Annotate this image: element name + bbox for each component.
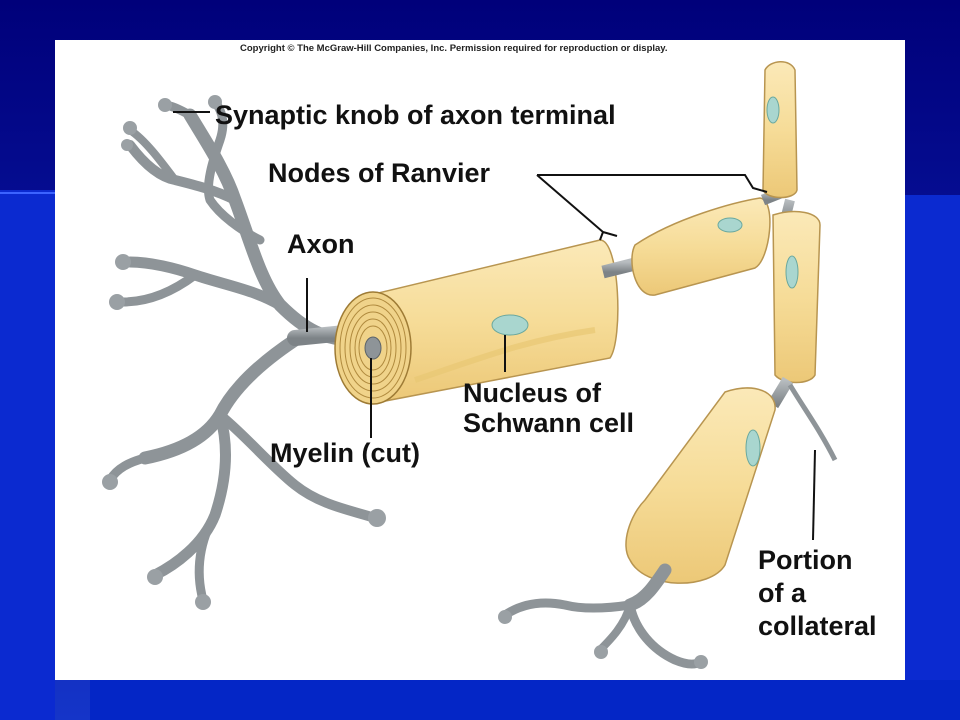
label-nodes-of-ranvier: Nodes of Ranvier — [268, 158, 491, 188]
label-axon: Axon — [287, 229, 355, 259]
background-band-left — [0, 190, 55, 720]
label-collateral-line3: collateral — [758, 611, 877, 641]
diagram-panel: Copyright © The McGraw-Hill Companies, I… — [55, 40, 905, 680]
synaptic-knobs — [102, 95, 386, 610]
myelin-sheath-segment-right — [772, 210, 821, 384]
neuron-diagram — [102, 61, 838, 669]
myelin-sheath-segment-upper — [762, 61, 798, 199]
label-synaptic-knob: Synaptic knob of axon terminal — [215, 100, 616, 130]
copyright-notice: Copyright © The McGraw-Hill Companies, I… — [240, 43, 668, 54]
myelin-sheath-cut-segment — [334, 239, 619, 405]
label-collateral-line1: Portion — [758, 545, 853, 575]
label-collateral-line2: of a — [758, 578, 807, 608]
leader-lines — [173, 111, 816, 541]
myelin-sheath-segment-2 — [631, 197, 771, 296]
label-nucleus-line1: Nucleus of — [463, 378, 602, 408]
background-band-right — [905, 195, 960, 720]
background-accent-line — [0, 192, 55, 194]
label-myelin: Myelin (cut) — [270, 438, 421, 468]
schwann-cell-nucleus — [491, 314, 529, 336]
background-band-bottom — [90, 680, 960, 720]
axon-terminal-branches — [105, 97, 380, 605]
myelin-sheath-segment-lower — [625, 387, 776, 584]
label-nucleus-line2: Schwann cell — [463, 408, 635, 438]
